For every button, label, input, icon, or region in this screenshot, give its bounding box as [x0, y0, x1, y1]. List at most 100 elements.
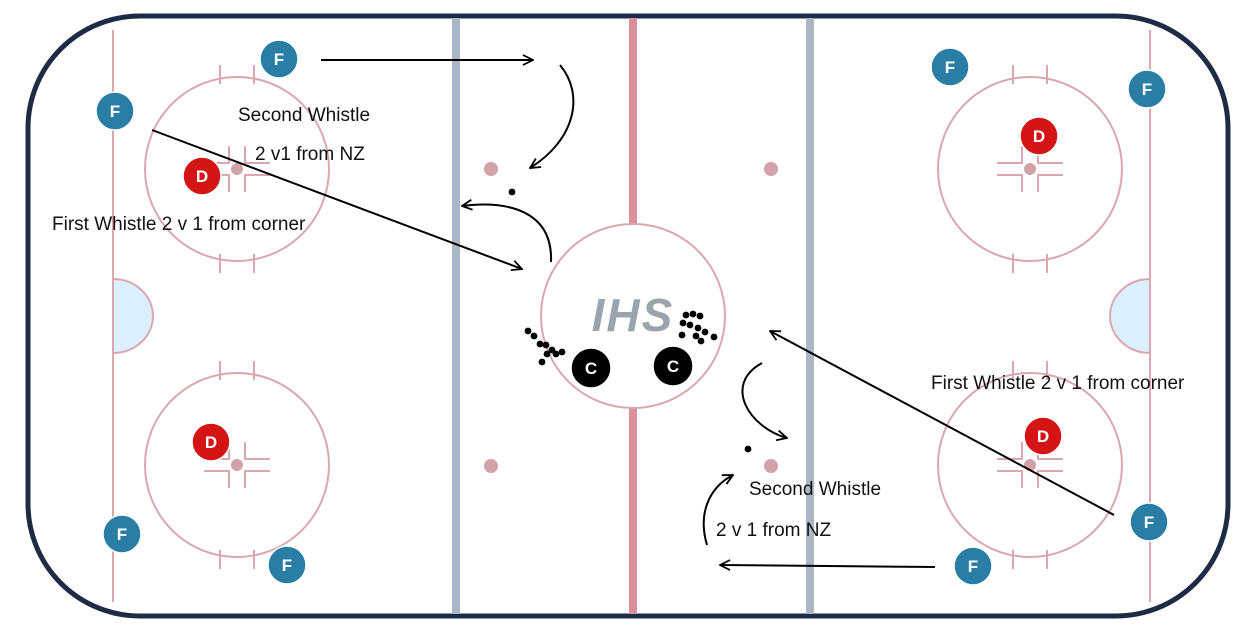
puck	[536, 340, 544, 348]
coach-token-disc	[570, 347, 612, 389]
forward-token: F	[102, 514, 142, 554]
right-curve-arrow-up	[702, 475, 733, 546]
right-first-whistle-label: First Whistle 2 v 1 from corner	[931, 373, 1185, 394]
right-goal-crease	[1109, 277, 1151, 355]
forward-token-disc	[259, 39, 299, 79]
defense-token-label: D	[1033, 127, 1045, 146]
right-blue-line	[806, 18, 814, 614]
forward-token: F	[930, 47, 970, 87]
left-curve-arrow-down	[530, 64, 575, 168]
puck-groups	[508, 188, 752, 453]
defense-token: D	[182, 156, 222, 196]
puck	[692, 332, 700, 340]
forward-token: F	[95, 91, 135, 131]
faceoff-l-mark	[1037, 174, 1063, 192]
forward-token-label: F	[968, 557, 978, 576]
forward-token-disc	[953, 546, 993, 586]
forward-token-label: F	[110, 102, 120, 121]
faceoff-circles	[144, 65, 1123, 569]
left-curve-arrow-up	[462, 205, 553, 263]
forward-token-label: F	[282, 556, 292, 575]
coach-token: C	[652, 345, 694, 387]
forward-token-disc	[102, 514, 142, 554]
puck	[558, 348, 566, 356]
forward-token-label: F	[117, 525, 127, 544]
puck	[543, 350, 551, 358]
defense-token-label: D	[196, 167, 208, 186]
forward-token-label: F	[274, 50, 284, 69]
forward-token: F	[267, 545, 307, 585]
puck	[679, 319, 687, 327]
forward-token-disc	[267, 545, 307, 585]
right-bottom-pass-arrow	[720, 565, 936, 567]
left-nz-label: 2 v1 from NZ	[255, 144, 365, 165]
puck	[710, 333, 718, 341]
puck	[508, 188, 516, 196]
forward-token: F	[1129, 502, 1169, 542]
faceoff-circle	[937, 65, 1123, 273]
defense-token-disc	[191, 422, 231, 462]
faceoff-l-mark	[244, 442, 270, 460]
puck	[701, 328, 709, 336]
faceoff-ring	[937, 372, 1123, 558]
left-diagonal-arrow	[151, 129, 522, 269]
puck	[538, 358, 546, 366]
forward-token-label: F	[1142, 80, 1152, 99]
defense-token-disc	[1019, 116, 1059, 156]
ihs-logo: IHS	[592, 289, 675, 341]
puck	[697, 337, 705, 345]
defense-token-disc	[182, 156, 222, 196]
faceoff-l-mark	[997, 174, 1023, 192]
left-goal-crease	[112, 277, 154, 355]
faceoff-ring	[144, 76, 330, 262]
neutral-zone-dot	[484, 162, 498, 176]
faceoff-ring	[937, 76, 1123, 262]
defense-token-label: D	[1037, 427, 1049, 446]
right-diagonal-arrow	[770, 331, 1115, 516]
faceoff-dot	[1024, 163, 1036, 175]
faceoff-l-mark	[1037, 470, 1063, 488]
faceoff-l-mark	[997, 470, 1023, 488]
puck	[694, 324, 702, 332]
faceoff-dot	[231, 459, 243, 471]
defense-token: D	[1019, 116, 1059, 156]
forward-token-label: F	[1144, 513, 1154, 532]
defense-token-disc	[1023, 416, 1063, 456]
faceoff-l-mark	[204, 470, 230, 488]
faceoff-dot	[231, 163, 243, 175]
puck	[552, 350, 560, 358]
defense-token: D	[1023, 416, 1063, 456]
right-curve-arrow-down	[741, 362, 787, 438]
left-blue-line	[452, 18, 460, 614]
forward-token-disc	[95, 91, 135, 131]
forward-token-disc	[1129, 502, 1169, 542]
forward-token: F	[259, 39, 299, 79]
faceoff-ring	[144, 372, 330, 558]
left-first-whistle-label: First Whistle 2 v 1 from corner	[52, 214, 306, 235]
forward-token: F	[1127, 69, 1167, 109]
coach-token-disc	[652, 345, 694, 387]
coach-token-label: C	[585, 359, 597, 378]
forward-token-disc	[1127, 69, 1167, 109]
puck	[686, 321, 694, 329]
forward-token-label: F	[945, 58, 955, 77]
puck	[696, 312, 704, 320]
left-second-whistle-label: Second Whistle	[238, 105, 370, 126]
forward-token-disc	[930, 47, 970, 87]
forward-token: F	[953, 546, 993, 586]
faceoff-l-mark	[997, 146, 1023, 164]
faceoff-l-mark	[244, 146, 270, 164]
puck	[689, 310, 697, 318]
puck	[530, 332, 538, 340]
right-nz-label: 2 v 1 from NZ	[716, 520, 831, 541]
neutral-zone-dot	[484, 459, 498, 473]
puck	[678, 331, 686, 339]
faceoff-l-mark	[997, 442, 1023, 460]
faceoff-l-mark	[244, 174, 270, 192]
puck	[744, 445, 752, 453]
puck	[682, 311, 690, 319]
neutral-zone-dot	[764, 162, 778, 176]
